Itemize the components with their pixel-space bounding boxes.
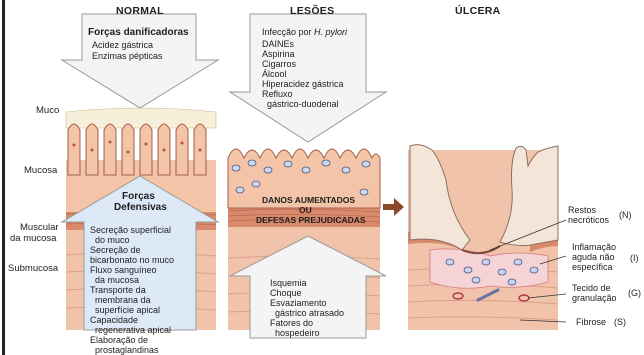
lesion-factor-item: Choque xyxy=(270,288,344,298)
lesion-cause-hpylori: Infecção por H. pylori xyxy=(262,28,347,37)
lesion-center-line3: DEFESAS PREJUDICADAS xyxy=(256,216,366,225)
ulcer-label-aguda: aguda não xyxy=(572,253,615,262)
lesion-factor-item: Esvaziamento xyxy=(270,298,344,308)
defensive-force-item: Fluxo sanguíneo xyxy=(90,265,174,275)
lesion-cause-item: Aspirina xyxy=(262,49,344,59)
label-mucosa: Mucosa xyxy=(24,166,57,176)
defensive-force-item: prostaglandinas xyxy=(90,345,174,355)
transition-arrow xyxy=(383,198,404,216)
defensive-force-item: Elaboração de xyxy=(90,335,174,345)
lesion-center-line1: DANOS AUMENTADOS xyxy=(262,196,355,205)
defensive-force-item: membrana da xyxy=(90,295,174,305)
ulcer-code-g: (G) xyxy=(628,289,641,298)
lesion-cause-item: Álcool xyxy=(262,69,344,79)
defensive-force-item: Secreção superficial xyxy=(90,225,174,235)
header-ulcera: ÚLCERA xyxy=(455,6,501,17)
damaging-item-2: Enzimas pépticas xyxy=(92,52,163,61)
lesion-cause-item: Hiperacidez gástrica xyxy=(262,79,344,89)
defensive-force-item: bicarbonato no muco xyxy=(90,255,174,265)
defensive-force-item: superfície apical xyxy=(90,305,174,315)
label-submucosa: Submucosa xyxy=(8,264,58,274)
ulcer-label-inflamacao: Inflamação xyxy=(572,243,616,252)
defensive-force-item: da mucosa xyxy=(90,275,174,285)
header-lesoes: LESÕES xyxy=(290,6,334,17)
damaging-forces-title: Forças danificadoras xyxy=(88,28,189,38)
normal-mucus-layer xyxy=(66,108,216,128)
defensive-title-1: Forças xyxy=(122,192,155,202)
defensive-force-item: regenerativa apical xyxy=(90,325,174,335)
defensive-force-item: Transporte da xyxy=(90,285,174,295)
label-muscular: Muscular xyxy=(20,223,59,233)
label-muco: Muco xyxy=(36,106,59,116)
ulcer-label-granulacao: granulação xyxy=(572,294,617,303)
lesion-factor-item: Isquemia xyxy=(270,278,344,288)
ulcer-label-necroticos: necróticos xyxy=(568,216,609,225)
lesion-cause-item: gástrico-duodenal xyxy=(262,99,344,109)
lesion-cause-item: Refluxo xyxy=(262,89,344,99)
ulcer-code-i: (I) xyxy=(630,254,639,263)
left-border-line xyxy=(2,0,5,355)
lesion-center-line2: OU xyxy=(299,206,312,215)
ulcer-code-n: (N) xyxy=(619,211,632,220)
lesion-factor-item: hospedeiro xyxy=(270,328,344,338)
ulcer-label-especifica: específica xyxy=(572,263,613,272)
ulcer-label-tecido: Tecido de xyxy=(572,284,611,293)
defensive-force-item: do muco xyxy=(90,235,174,245)
ulcer-panel xyxy=(408,145,566,330)
header-normal: NORMAL xyxy=(116,6,164,17)
damaging-item-1: Acidez gástrica xyxy=(92,41,153,50)
lesion-cause-item: Cigarros xyxy=(262,59,344,69)
lesion-factor-item: gástrico atrasado xyxy=(270,308,344,318)
defensive-title-2: Defensivas xyxy=(114,203,167,213)
defensive-force-item: Capacidade xyxy=(90,315,174,325)
lesion-cause-item: DAINEs xyxy=(262,39,344,49)
label-da-mucosa: da mucosa xyxy=(10,234,56,244)
ulcer-label-restos: Restos xyxy=(568,206,596,215)
lesion-factor-item: Fatores do xyxy=(270,318,344,328)
ulcer-label-fibrose: Fibrose xyxy=(576,318,606,327)
ulcer-code-s: (S) xyxy=(614,318,626,327)
defensive-force-item: Secreção de xyxy=(90,245,174,255)
